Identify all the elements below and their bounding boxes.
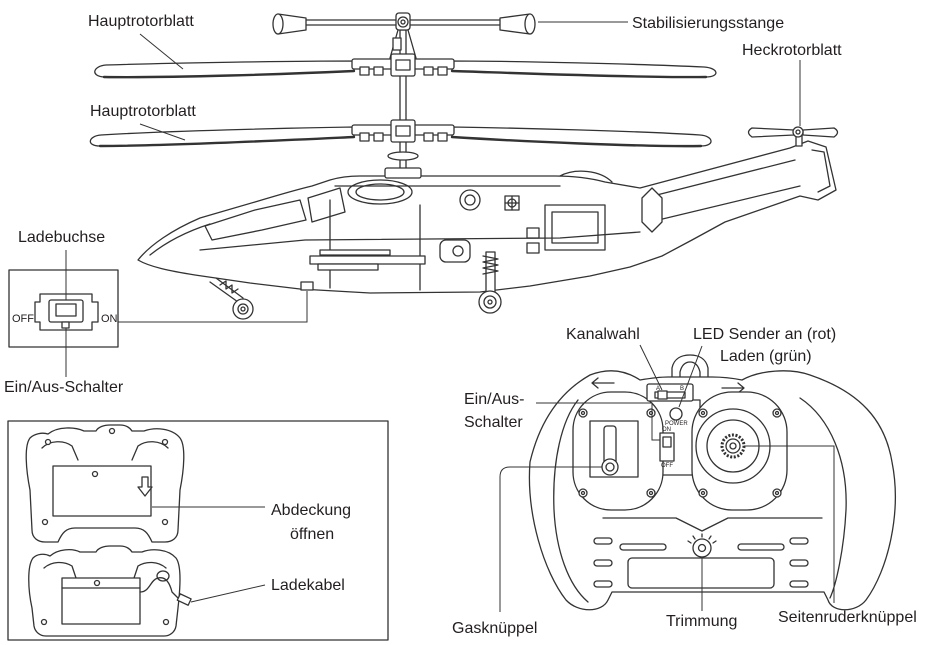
label-cover-open-1: Abdeckung: [271, 502, 351, 519]
charging-socket-detail: [8, 250, 119, 377]
leader-line-led: [678, 345, 703, 408]
label-heli-power-switch: Ein/Aus-Schalter: [4, 379, 124, 396]
transmitter: A B POWER ON OFF: [528, 354, 896, 611]
label-channel-select: Kanalwahl: [566, 326, 640, 343]
label-switch-off: OFF: [12, 313, 34, 325]
arrow-down-icon: [137, 476, 153, 497]
label-trim: Trimmung: [666, 613, 737, 630]
rudder-stick-knob[interactable]: [725, 438, 741, 454]
leader-line-throttle-stick: [499, 466, 602, 612]
channel-a-marking: A: [656, 386, 660, 392]
stabilizer-bar: [272, 12, 536, 35]
on-marking: ON: [662, 427, 671, 433]
leader-line-channel-select: [639, 344, 663, 391]
helicopter-side-view: [89, 12, 839, 320]
transmitter-power-switch[interactable]: [659, 432, 675, 462]
power-marking: POWER: [665, 421, 688, 427]
label-throttle-stick: Gasknüppel: [452, 620, 537, 637]
fuselage: [137, 133, 837, 294]
upper-rotor-head: [351, 29, 455, 77]
label-led-2: Laden (grün): [720, 348, 812, 365]
label-charging-socket: Ladebuchse: [18, 229, 105, 246]
label-charging-cable: Ladekabel: [271, 577, 345, 594]
label-led-1: LED Sender an (rot): [693, 326, 836, 343]
channel-select-switch[interactable]: A B: [646, 383, 694, 402]
label-stabilizer-bar: Stabilisierungsstange: [632, 15, 784, 32]
channel-b-marking: B: [680, 386, 684, 392]
arrow-left-icon: [591, 377, 615, 389]
label-tx-power-switch-1: Ein/Aus-: [464, 391, 524, 408]
label-switch-on: ON: [101, 313, 118, 325]
front-landing-gear: [209, 277, 254, 320]
off-marking: OFF: [661, 463, 673, 469]
leader-line-charging-cable: [190, 584, 266, 603]
stub-wing: [309, 255, 426, 265]
controller-back-with-cover: [25, 424, 185, 543]
tail-rotor: [747, 126, 839, 138]
leader-line-tx-power-switch: [536, 402, 660, 441]
label-tx-power-switch-2: Schalter: [464, 414, 523, 431]
label-main-rotor-blade-upper: Hauptrotorblatt: [88, 13, 194, 30]
battery-detail-panel: [7, 420, 389, 641]
power-led: [669, 407, 683, 421]
arrow-right-icon: [721, 382, 745, 394]
leader-line-main-rotor-upper: [139, 33, 184, 70]
throttle-stick-knob[interactable]: [601, 458, 619, 476]
front-canopy-window: [204, 199, 307, 241]
rudder-stick-plate: [691, 391, 788, 511]
battery-cover: [52, 465, 152, 517]
rear-landing-gear: [478, 251, 502, 314]
trim-knob[interactable]: [687, 533, 717, 558]
charging-cable: [139, 570, 192, 606]
leader-line-rudder-stick: [744, 445, 835, 603]
charging-socket-port: [300, 281, 314, 291]
battery-compartment: [61, 577, 141, 625]
controller-back-open: [28, 545, 192, 637]
label-cover-open-2: öffnen: [290, 526, 334, 543]
label-tail-rotor-blade: Heckrotorblatt: [742, 42, 842, 59]
label-main-rotor-blade-lower: Hauptrotorblatt: [90, 103, 196, 120]
throttle-stick-plate: [572, 391, 664, 511]
upper-rotor-blades: [94, 60, 717, 79]
lower-rotor-blades: [89, 126, 712, 148]
tail-stabilizer: [641, 187, 663, 233]
helicopter-power-switch: [61, 321, 70, 329]
label-rudder-stick: Seitenruderknüppel: [778, 609, 917, 626]
lower-rotor-head: [351, 119, 455, 161]
leader-line-charging-socket-detail: [118, 291, 308, 323]
leader-line-main-rotor-lower: [139, 123, 186, 141]
